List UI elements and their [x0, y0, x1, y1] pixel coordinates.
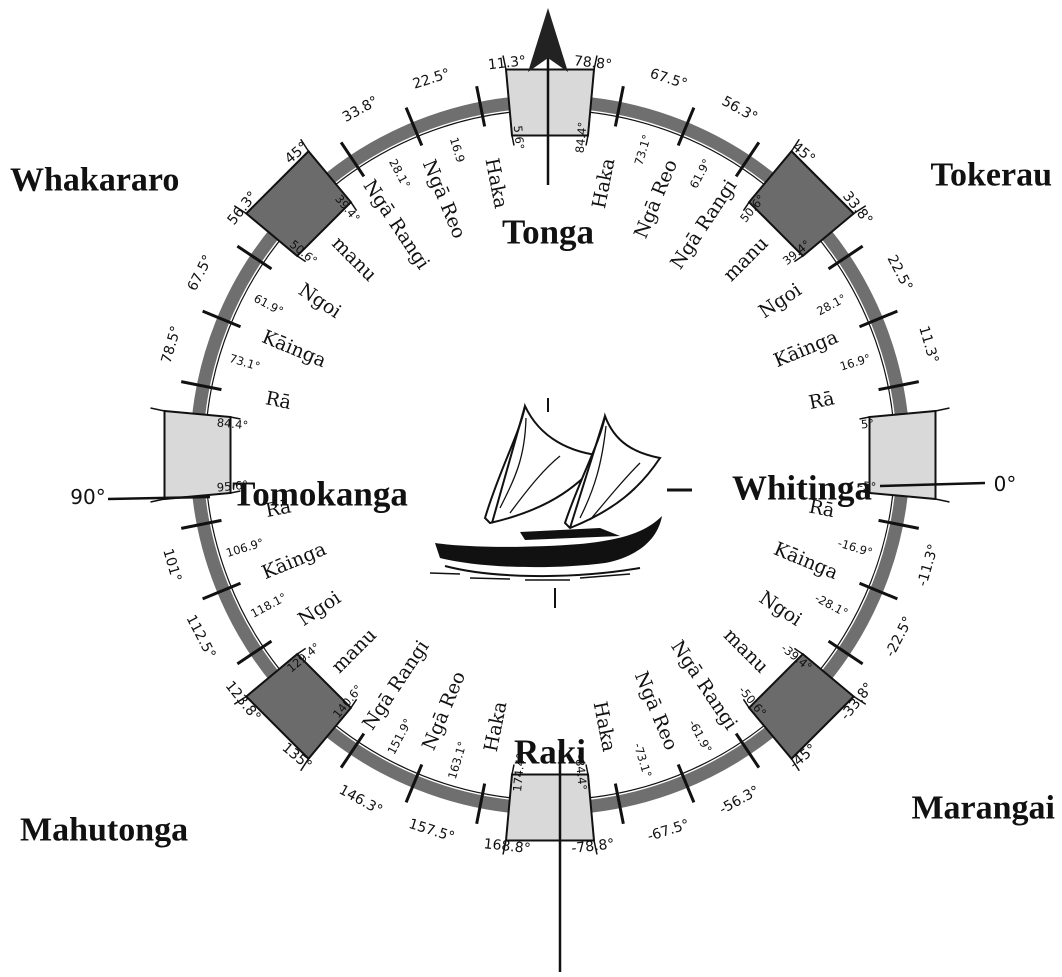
inner-degree-label: 73.1°	[631, 133, 654, 167]
inner-degree-label: -61.9°	[686, 717, 715, 755]
inner-degree-label: 84.4°	[573, 121, 590, 154]
band-name-label: Kāinga	[771, 326, 842, 372]
inner-degree-label: 5.6°	[511, 125, 527, 150]
band-name-label: Ngoi	[755, 279, 806, 323]
inner-degree-label: 28.1°	[814, 291, 848, 318]
band-name-label: Rā	[264, 387, 293, 414]
inner-degree-label: 106.9°	[224, 535, 265, 560]
band-name-label: manu	[719, 232, 773, 286]
band-name-label: Haka	[589, 700, 621, 754]
outer-degree-label: -56.3°	[717, 783, 763, 818]
outer-degree-label: 22.5°	[884, 252, 916, 293]
outer-degree-label: 78.5°	[159, 324, 185, 365]
band-name-label: Haka	[480, 156, 511, 210]
band-name-label: Ngoi	[294, 587, 345, 631]
outer-degree-label: 157.5°	[407, 816, 457, 845]
outer-degree-label: 22.5°	[411, 66, 452, 93]
cardinal-whitinga: Whitinga	[732, 469, 872, 508]
inner-degree-label: 163.1°	[445, 740, 470, 781]
inner-degree-label: -28.1°	[812, 591, 850, 620]
outer-degree-label: 56.3°	[719, 93, 760, 125]
inner-degree-label: 16.9°	[838, 351, 872, 374]
outer-degree-label: 33.8°	[340, 93, 381, 125]
inner-degree-label: 16.9	[447, 136, 468, 165]
band-name-label: Haka	[480, 700, 512, 754]
band-name-label: Haka	[588, 156, 619, 210]
canoe-icon	[430, 398, 692, 608]
axis-degree-0: 0°	[994, 472, 1017, 496]
inner-degree-label: -16.9°	[836, 536, 874, 560]
band-name-label: Ngoi	[294, 279, 345, 323]
outer-degree-label: 146.3°	[336, 782, 385, 819]
outer-degree-label: 112.5°	[183, 612, 219, 661]
cardinal-raki: Raki	[514, 733, 586, 772]
inner-degree-label: 28.1°	[386, 156, 413, 190]
band-name-label: Ngā Reo	[630, 668, 682, 753]
band-name-label: Kāinga	[771, 538, 842, 584]
band-name-label: manu	[719, 624, 773, 678]
inner-degree-label: 73.1°	[228, 351, 262, 374]
house-mahutonga: Mahutonga	[20, 812, 188, 849]
axis-degree-90: 90°	[70, 485, 105, 509]
outer-degree-label: -67.5°	[645, 817, 691, 845]
outer-degree-label: -11.3°	[915, 542, 942, 588]
outer-degree-label: 101°	[159, 547, 184, 584]
cardinal-tonga: Tonga	[502, 213, 594, 252]
inner-degree-label: 61.9°	[687, 156, 714, 190]
inner-degree-label: 5°	[860, 416, 874, 431]
band-name-label: Ngā Reo	[418, 668, 470, 753]
band-name-label: Ngā Reo	[418, 156, 470, 241]
band-name-label: Ngā Reo	[630, 156, 682, 241]
band-name-label: manu	[327, 232, 381, 286]
inner-degree-label: 118.1°	[248, 590, 289, 621]
outer-degree-label: -22.5°	[882, 614, 916, 660]
house-whakararo: Whakararo	[10, 162, 179, 199]
band-name-label: Ngoi	[755, 587, 806, 631]
house-tokerau: Tokerau	[930, 157, 1052, 194]
inner-degree-label: 61.9°	[251, 291, 285, 318]
inner-degree-label: 151.9°	[384, 716, 415, 757]
outer-degree-label: -78.8°	[571, 836, 616, 857]
house-marangai: Marangai	[911, 790, 1055, 827]
outer-degree-label: 67.5°	[185, 252, 217, 293]
band-name-label: Kāinga	[259, 538, 330, 584]
band-name-label: Kāinga	[259, 326, 330, 372]
band-name-label: manu	[327, 624, 381, 678]
band-name-label: Rā	[807, 387, 836, 414]
cardinal-tomokanga: Tomokanga	[232, 475, 408, 514]
inner-degree-label: -73.1°	[631, 741, 655, 779]
outer-degree-label: 11.3°	[915, 324, 941, 365]
outer-degree-label: 67.5°	[648, 66, 689, 93]
